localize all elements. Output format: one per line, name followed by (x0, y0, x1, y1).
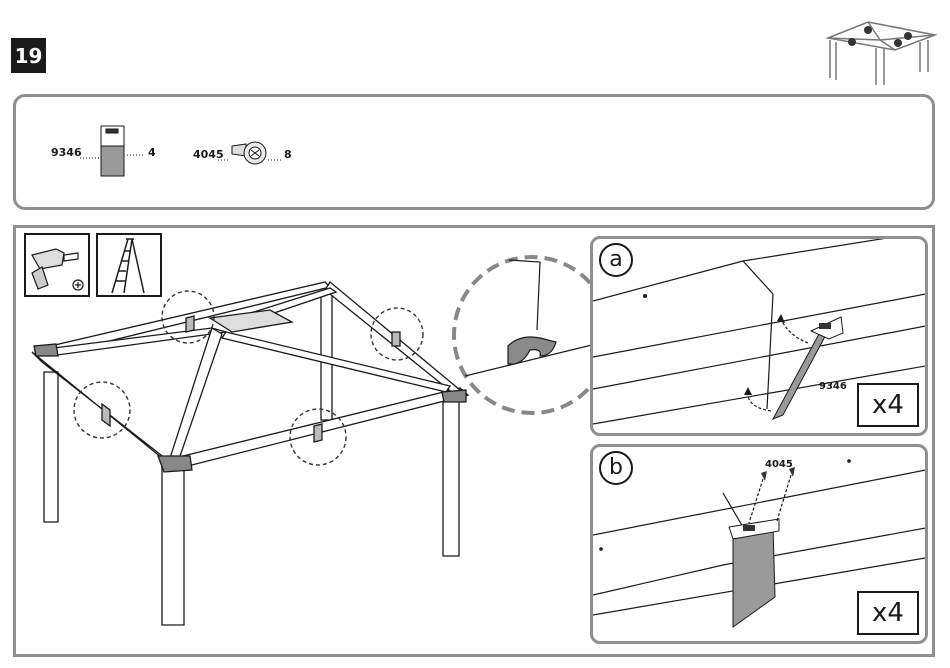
step-number-badge: 19 (11, 38, 46, 73)
detail-b-part-label: 4045 (765, 459, 793, 470)
drill-tool-box (24, 233, 90, 297)
power-drill-icon (26, 235, 88, 295)
part-code-9346: 9346 (51, 146, 82, 159)
part-code-4045: 4045 (193, 148, 224, 161)
detail-b-multiplier: x4 (857, 591, 919, 635)
part-qty-4045: 8 (284, 148, 292, 161)
detail-a-letter: a (599, 243, 633, 277)
ladder-tool-box (96, 233, 162, 297)
detail-a-part-label: 9346 (819, 381, 847, 392)
detail-b-letter: b (599, 451, 633, 485)
part-qty-9346: 4 (148, 146, 156, 159)
step-ladder-icon (98, 235, 160, 295)
detail-b-panel: b 4045 x4 (590, 444, 928, 644)
detail-a-panel: a 9346 x4 (590, 236, 928, 436)
detail-a-multiplier: x4 (857, 383, 919, 427)
